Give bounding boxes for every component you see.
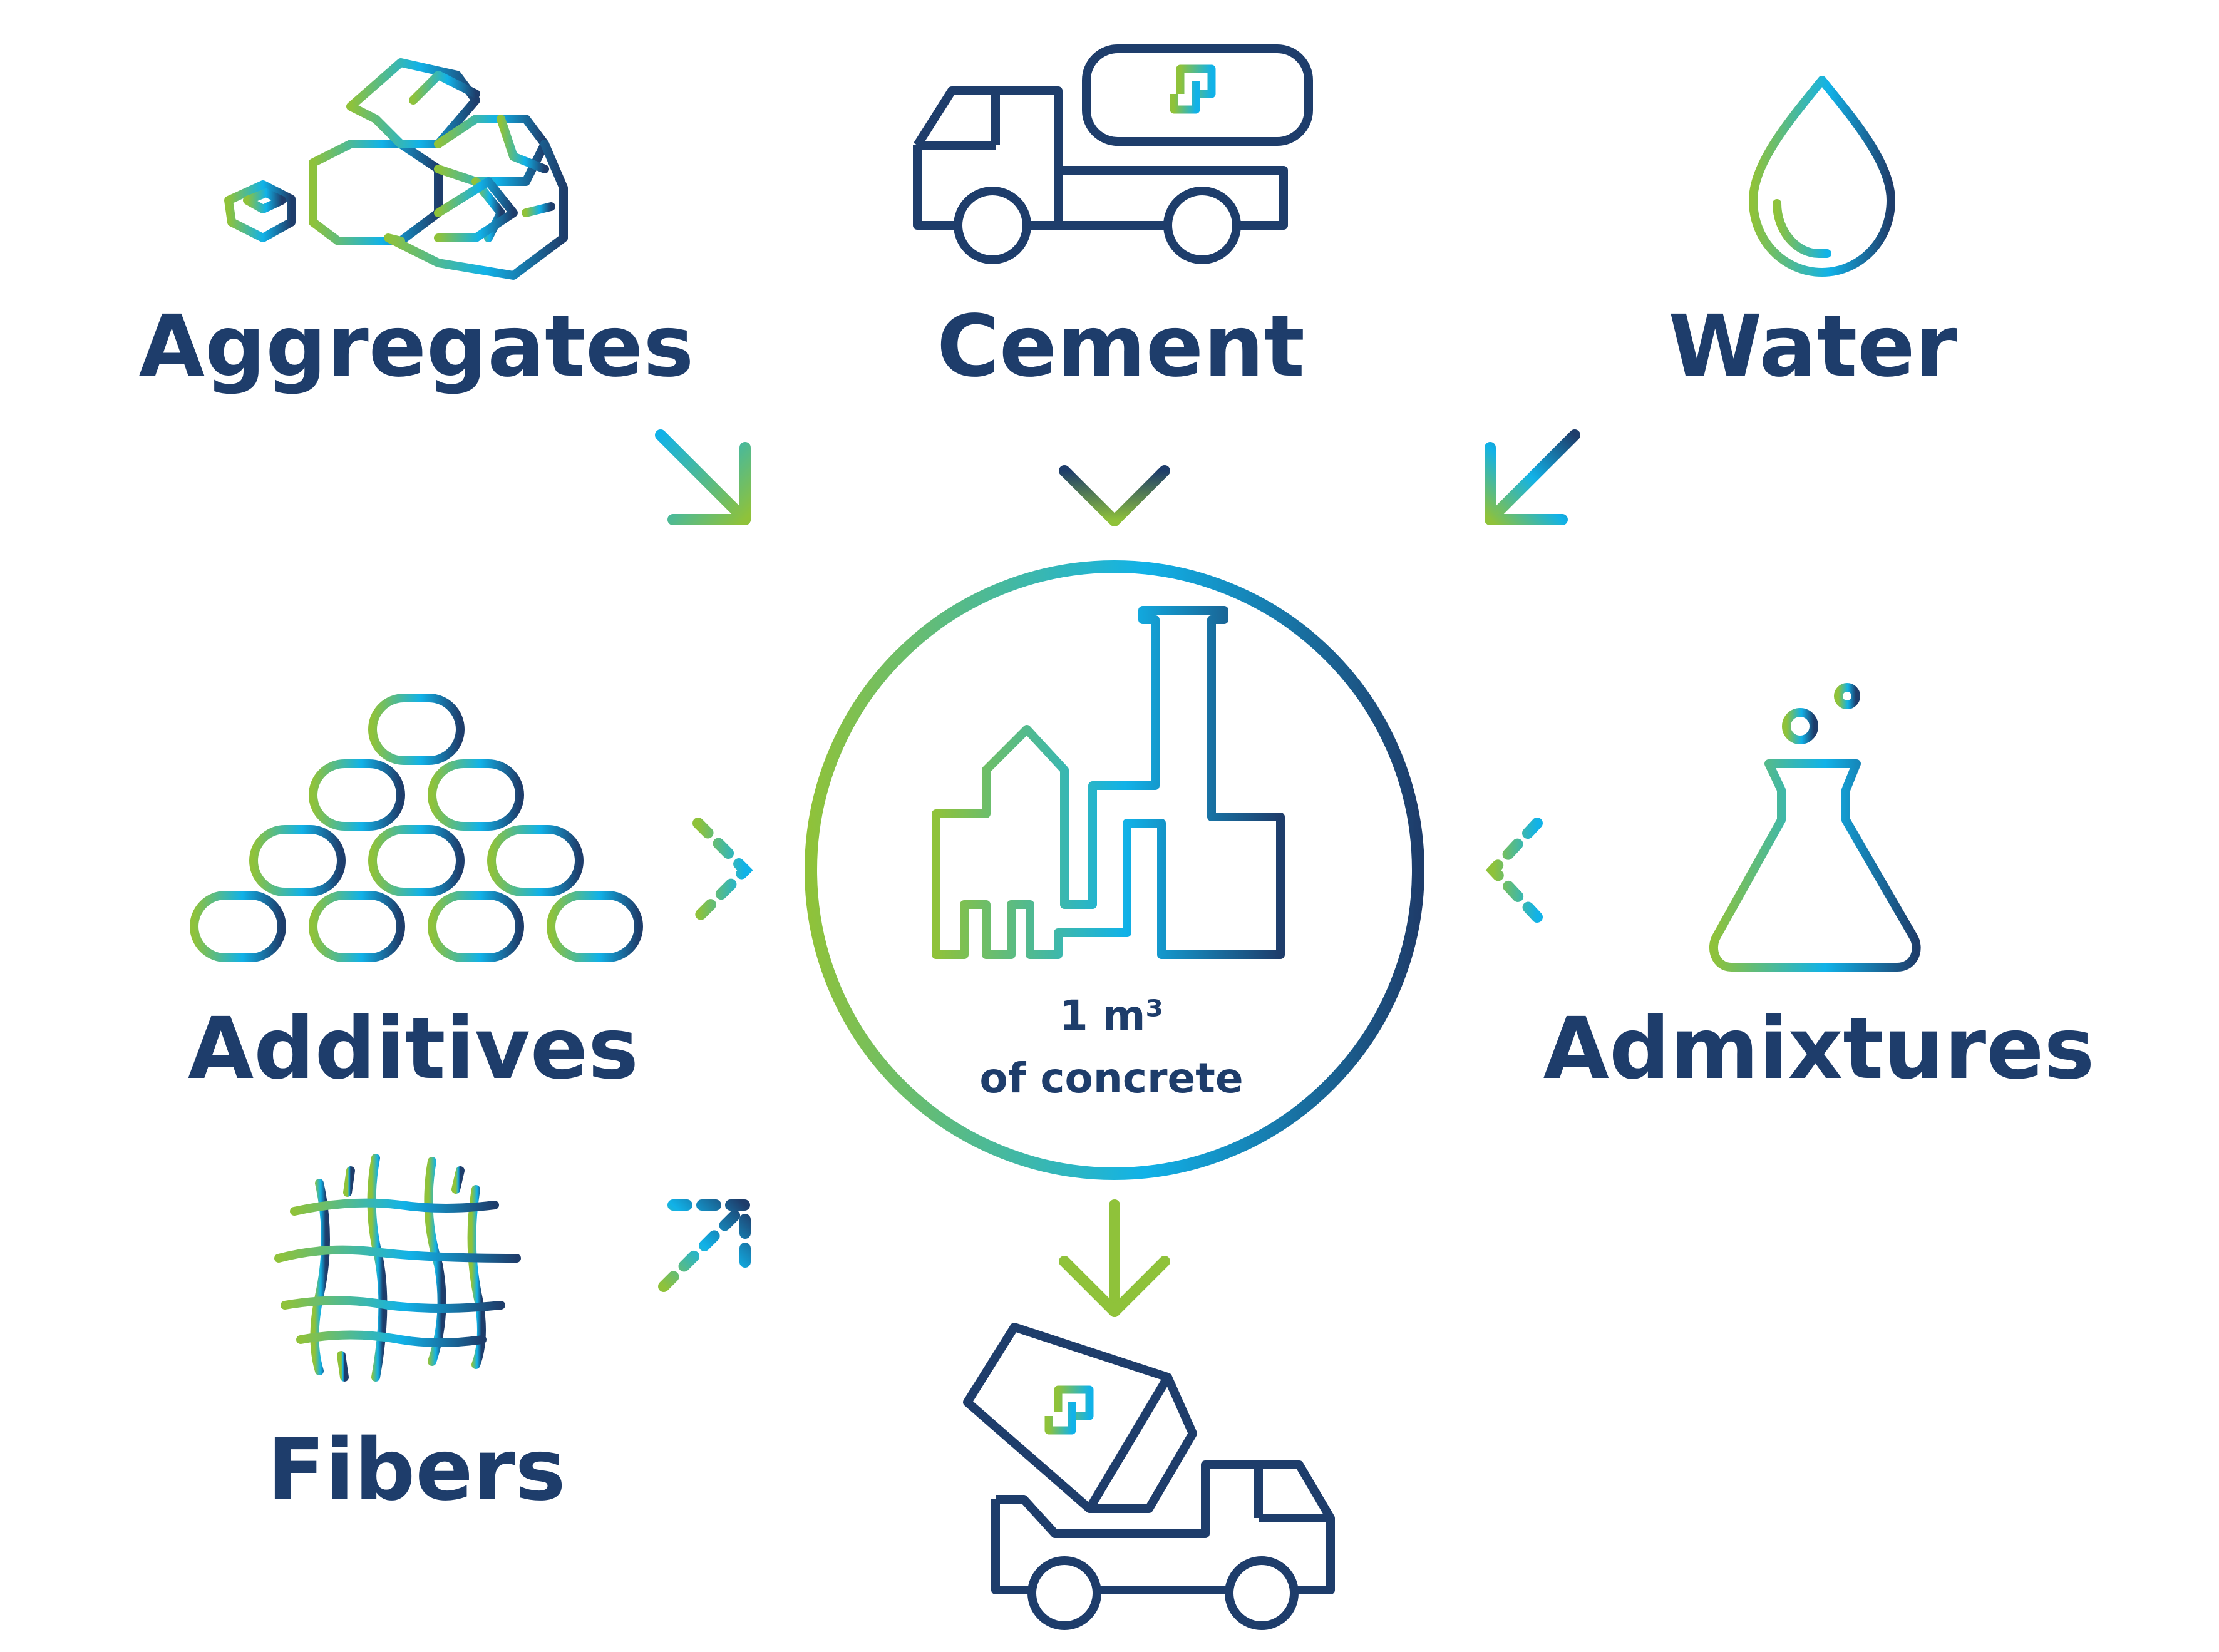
fibers-label: Fibers bbox=[267, 1421, 565, 1520]
aggregates-group: Aggregates bbox=[139, 58, 694, 396]
cement-group: Cement bbox=[913, 44, 1313, 396]
arrow-water-to-center bbox=[1485, 429, 1580, 525]
arrow-additives-to-center bbox=[626, 818, 753, 923]
additives-label: Additives bbox=[188, 1000, 639, 1099]
cement-label: Cement bbox=[937, 297, 1305, 396]
water-label: Water bbox=[1668, 297, 1957, 396]
concrete-mixer-truck-icon bbox=[963, 1323, 1335, 1630]
arrow-aggregates-to-center bbox=[655, 429, 751, 525]
cement-tanker-truck-icon bbox=[913, 44, 1313, 264]
stacked-pipes-icon bbox=[189, 694, 643, 974]
admixtures-group: Admixtures bbox=[1543, 683, 2095, 1099]
arrow-center-to-output bbox=[1059, 1199, 1170, 1317]
water-group: Water bbox=[1668, 76, 1957, 396]
arrow-fibers-to-center bbox=[658, 1199, 751, 1292]
flask-icon bbox=[1709, 683, 1921, 972]
fiber-mesh-icon bbox=[274, 1154, 521, 1382]
factory-icon bbox=[932, 606, 1285, 959]
center-quantity: 1 m³ bbox=[1059, 992, 1164, 1040]
center-circle bbox=[805, 560, 1424, 1180]
water-drop-icon bbox=[1749, 76, 1895, 277]
additives-group: Additives bbox=[188, 694, 643, 1099]
arrow-cement-to-center bbox=[1059, 398, 1170, 526]
fibers-group: Fibers bbox=[267, 1154, 566, 1520]
arrow-admixtures-to-center bbox=[1485, 818, 1615, 923]
concrete-center: 1 m³ of concrete bbox=[805, 560, 1424, 1180]
center-caption: of concrete bbox=[979, 1054, 1243, 1102]
rock-pile-icon bbox=[224, 58, 568, 280]
aggregates-label: Aggregates bbox=[139, 297, 694, 396]
admixtures-label: Admixtures bbox=[1543, 1000, 2095, 1099]
